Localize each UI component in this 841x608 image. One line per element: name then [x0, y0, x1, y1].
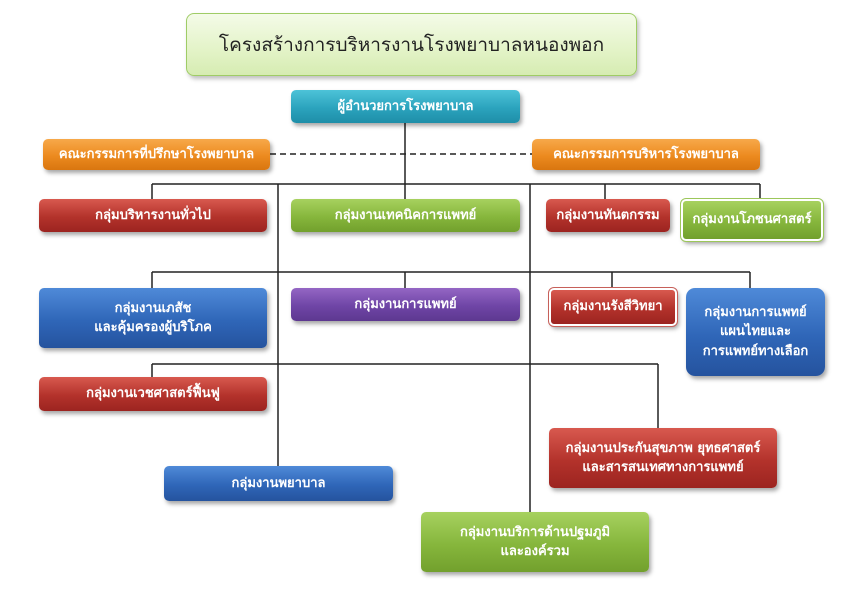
dental-box: กลุ่มงานทันตกรรม	[546, 199, 670, 232]
insurance-label-line2: และสารสนเทศทางการแพทย์	[582, 460, 744, 475]
thai-medicine-box: กลุ่มงานการแพทย์ แผนไทยและ การแพทย์ทางเล…	[686, 288, 825, 376]
medical-tech-box: กลุ่มงานเทคนิคการแพทย์	[291, 199, 520, 232]
nutrition-box: กลุ่มงานโภชนศาสตร์	[680, 198, 824, 242]
admin-committee-box: คณะกรรมการบริหารโรงพยาบาล	[532, 139, 760, 170]
general-admin-label: กลุ่มบริหารงานทั่วไป	[95, 207, 211, 223]
pharmacy-label-line1: กลุ่มงานเภสัช	[114, 300, 192, 316]
thai-medicine-label-line3: การแพทย์ทางเลือก	[702, 343, 809, 359]
nutrition-label: กลุ่มงานโภชนศาสตร์	[692, 212, 812, 228]
nursing-label: กลุ่มงานพยาบาล	[231, 475, 326, 491]
pharmacy-box: กลุ่มงานเภสัช และคุ้มครองผู้บริโภค	[39, 288, 267, 348]
insurance-box: กลุ่มงานประกันสุขภาพ ยุทธศาสตร์ และสารสน…	[549, 428, 777, 488]
nursing-box: กลุ่มงานพยาบาล	[164, 466, 393, 501]
radiology-label: กลุ่มงานรังสีวิทยา	[563, 299, 663, 315]
medical-tech-label: กลุ่มงานเทคนิคการแพทย์	[334, 207, 477, 223]
primary-care-label-line1: กลุ่มงานบริการด้านปฐมภูมิ	[459, 524, 611, 540]
general-admin-box: กลุ่มบริหารงานทั่วไป	[39, 199, 267, 232]
medical-label: กลุ่มงานการแพทย์	[354, 296, 457, 312]
advisory-committee-label: คณะกรรมการที่ปรึกษาโรงพยาบาล	[58, 146, 255, 162]
advisory-committee-box: คณะกรรมการที่ปรึกษาโรงพยาบาล	[43, 139, 270, 170]
thai-medicine-label-line2: แผนไทยและ	[720, 324, 791, 340]
primary-care-label-line2: และองค์รวม	[500, 544, 570, 559]
medical-box: กลุ่มงานการแพทย์	[291, 288, 520, 321]
pharmacy-label-line2: และคุ้มครองผู้บริโภค	[94, 320, 212, 335]
dental-label: กลุ่มงานทันตกรรม	[556, 207, 660, 223]
chart-title: โครงสร้างการบริหารงานโรงพยาบาลหนองพอก	[186, 13, 637, 76]
rehab-label: กลุ่มงานเวชศาสตร์ฟื้นฟู	[86, 386, 220, 402]
admin-committee-label: คณะกรรมการบริหารโรงพยาบาล	[553, 146, 739, 162]
thai-medicine-label-line1: กลุ่มงานการแพทย์	[704, 304, 807, 320]
director-label: ผู้อำนวยการโรงพยาบาล	[337, 98, 474, 114]
primary-care-box: กลุ่มงานบริการด้านปฐมภูมิ และองค์รวม	[421, 512, 649, 572]
radiology-box: กลุ่มงานรังสีวิทยา	[548, 287, 678, 327]
insurance-label-line1: กลุ่มงานประกันสุขภาพ ยุทธศาสตร์	[565, 440, 761, 456]
director-box: ผู้อำนวยการโรงพยาบาล	[291, 90, 520, 123]
rehab-box: กลุ่มงานเวชศาสตร์ฟื้นฟู	[39, 377, 267, 411]
